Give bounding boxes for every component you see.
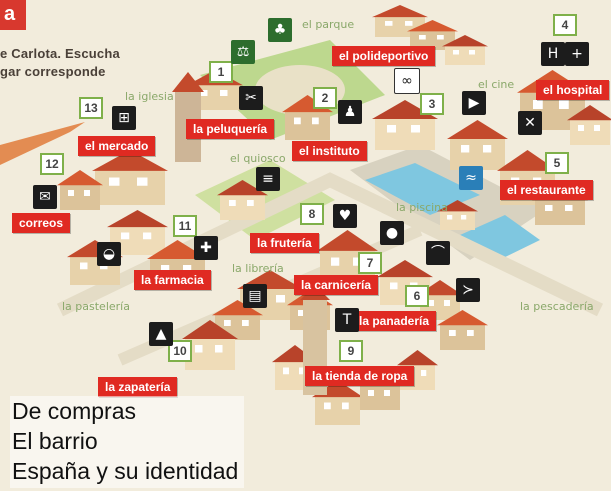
label-la-pasteleria: la pastelería — [62, 300, 130, 313]
cinema-camera-icon: ▶ — [462, 91, 486, 115]
envelope-icon: ✉ — [33, 185, 57, 209]
marker-10: 10 — [168, 340, 192, 362]
label-la-piscina: la piscina — [396, 201, 448, 214]
hospital-plus-icon: + — [565, 42, 589, 66]
building — [212, 300, 263, 340]
marker-9: 9 — [339, 340, 363, 362]
building — [447, 120, 508, 170]
label-la-tienda-de-ropa: la tienda de ropa — [305, 366, 415, 386]
scissors-icon: ✂ — [239, 86, 263, 110]
tshirt-icon: T — [335, 308, 359, 332]
building — [312, 380, 363, 425]
section-letter: a — [0, 0, 26, 30]
fish-icon: ≻ — [456, 278, 480, 302]
building — [442, 35, 488, 65]
building — [407, 20, 458, 50]
marker-1: 1 — [209, 61, 233, 83]
cutlery-icon: ✕ — [518, 111, 542, 135]
topics-overlay: De compras El barrio España y su identid… — [10, 396, 245, 488]
label-la-carniceria: la carnicería — [294, 275, 379, 295]
building — [567, 105, 611, 145]
topic-1: De compras — [12, 398, 136, 424]
book-icon: ≡ — [256, 167, 280, 191]
label-el-hospital: el hospital — [536, 80, 610, 100]
instruction-line-2: gar corresponde — [0, 64, 106, 79]
label-correos: correos — [12, 213, 71, 233]
label-la-pescaderia: la pescadería — [520, 300, 594, 313]
marker-4: 4 — [553, 14, 577, 36]
meat-icon: ● — [380, 221, 404, 245]
marker-11: 11 — [173, 215, 197, 237]
building — [57, 170, 103, 210]
shoe-icon: ▲ — [149, 322, 173, 346]
label-la-peluqueria: la peluquería — [186, 119, 275, 139]
topic-2: El barrio — [12, 428, 98, 454]
marker-12: 12 — [40, 153, 64, 175]
building — [437, 310, 488, 350]
bread-icon: ⌒ — [426, 241, 450, 265]
label-la-zapateria: la zapatería — [98, 377, 178, 397]
cake-icon: ◒ — [97, 242, 121, 266]
building — [92, 150, 168, 205]
building — [182, 320, 238, 370]
label-la-libreria: la librería — [232, 262, 284, 275]
newspaper-icon: ▤ — [243, 284, 267, 308]
marker-6: 6 — [405, 285, 429, 307]
building — [217, 180, 268, 220]
label-el-restaurante: el restaurante — [500, 180, 593, 200]
marker-5: 5 — [545, 152, 569, 174]
label-el-polideportivo: el polideportivo — [332, 46, 436, 66]
instruction-line-1: e Carlota. Escucha — [0, 46, 120, 61]
label-el-quiosco: el quiosco — [230, 152, 286, 165]
marker-7: 7 — [358, 252, 382, 274]
seesaw-icon: ⚖ — [231, 40, 255, 64]
marker-2: 2 — [313, 87, 337, 109]
marker-3: 3 — [420, 93, 444, 115]
label-el-cine: el cine — [478, 78, 515, 91]
label-el-parque: el parque — [302, 18, 355, 31]
building — [437, 200, 478, 230]
hospital-h-plus-icon: H — [541, 42, 565, 66]
label-el-instituto: el instituto — [292, 141, 367, 161]
label-la-fruteria: la frutería — [250, 233, 319, 253]
olympic-rings-icon: ∞ — [394, 68, 420, 94]
shopping-basket-icon: ⊞ — [112, 106, 136, 130]
walking-people-icon: ♟ — [338, 100, 362, 124]
marker-13: 13 — [79, 97, 103, 119]
swimmer-icon: ≈ — [459, 166, 483, 190]
tree-icon: ♣ — [268, 18, 292, 42]
topic-3: España y su identidad — [12, 458, 239, 484]
label-el-mercado: el mercado — [78, 136, 156, 156]
label-la-panaderia: la panadería — [352, 311, 437, 331]
strawberry-icon: ♥ — [333, 204, 357, 228]
pharmacy-cross-icon: ✚ — [194, 236, 218, 260]
marker-8: 8 — [300, 203, 324, 225]
label-la-iglesia: la iglesia — [125, 90, 174, 103]
label-la-farmacia: la farmacia — [134, 270, 211, 290]
